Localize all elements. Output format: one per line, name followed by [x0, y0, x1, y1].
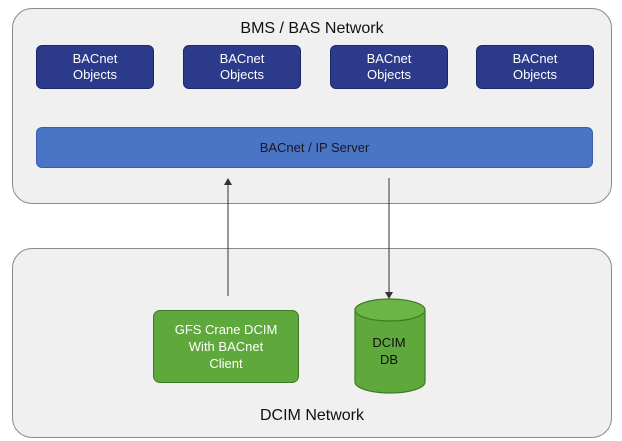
dcim-db-label: DCIM DB	[372, 335, 406, 367]
bacnet-ip-server-label: BACnet / IP Server	[259, 140, 370, 155]
bms-network-title: BMS / BAS Network	[240, 20, 384, 37]
bacnet-objects-box-2: BACnet Objects	[183, 45, 301, 89]
bacnet-objects-box-4: BACnet Objects	[476, 45, 594, 89]
bacnet-objects-box-3: BACnet Objects	[330, 45, 448, 89]
gfs-crane-dcim-client-box: GFS Crane DCIM With BACnet Client	[153, 310, 299, 383]
bacnet-objects-box-1: BACnet Objects	[36, 45, 154, 89]
bms-network-zone: BMS / BAS Network	[12, 8, 612, 204]
dcim-network-title: DCIM Network	[259, 407, 364, 424]
bacnet-ip-server-box: BACnet / IP Server	[36, 127, 593, 168]
dcim-network-zone: DCIM Network	[12, 248, 612, 438]
database-cylinder-icon	[354, 298, 426, 394]
